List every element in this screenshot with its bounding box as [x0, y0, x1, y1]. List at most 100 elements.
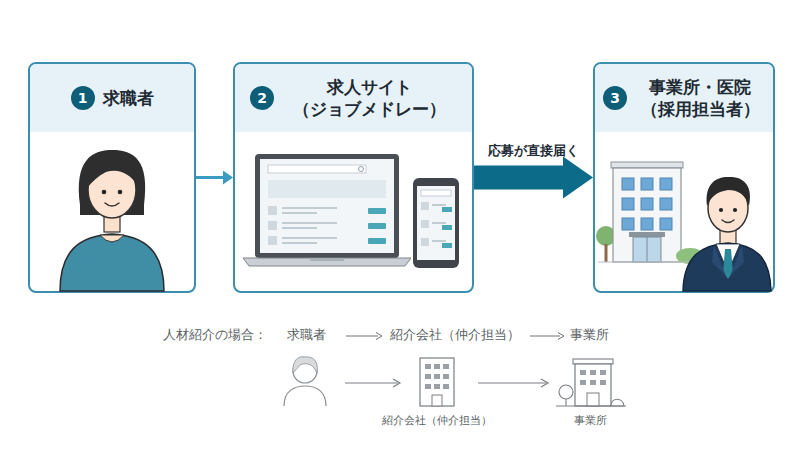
edge-label: 応募が直接届く	[488, 142, 579, 160]
job-site-illustration-part	[421, 220, 429, 228]
job-site-illustration-part	[421, 190, 451, 196]
office-building-icon-part	[559, 385, 573, 399]
job-site-illustration-part	[282, 207, 337, 209]
step-title: 事業所・医院 （採用担当者）	[635, 76, 765, 120]
office-illustration-part	[611, 162, 683, 168]
agency-building-icon-part	[425, 364, 431, 369]
inline-flow-arrow-part	[530, 336, 560, 337]
inline-flow-arrow-part	[346, 336, 378, 337]
job-site-illustration-part	[421, 238, 429, 246]
office-illustration-part	[641, 178, 653, 190]
office-illustration-part	[629, 232, 665, 237]
job-site-illustration-part	[413, 178, 459, 268]
direct-application-arrow	[474, 166, 563, 190]
office-illustration-part	[596, 226, 616, 246]
job-site-illustration-part	[268, 236, 277, 245]
inline-flow-arrow-part	[376, 333, 382, 340]
jobseeker-illustration-part	[100, 235, 124, 242]
office-illustration-part	[647, 237, 648, 262]
office-illustration-part	[712, 245, 726, 276]
office-illustration-part	[722, 220, 734, 223]
step-title: 求職者	[103, 87, 154, 109]
job-site-illustration-part	[417, 186, 455, 260]
office-illustration-part	[723, 249, 733, 279]
jobseeker-illustration-part	[79, 150, 145, 215]
jobseeker-icon-part	[293, 357, 317, 373]
flow-arrow-part	[541, 379, 548, 387]
office-illustration-part	[660, 198, 672, 210]
job-site-illustration-part	[282, 242, 317, 244]
office-illustration-part	[720, 226, 736, 246]
step-number: 1	[71, 86, 95, 110]
office-illustration-part	[660, 218, 672, 230]
office-illustration-part	[605, 244, 608, 262]
office-building-icon-part	[580, 370, 586, 375]
job-site-illustration-part	[255, 154, 399, 258]
step-header: 3 事業所・医院 （採用担当者）	[595, 64, 773, 132]
job-site-illustration-part	[268, 221, 277, 230]
job-site-illustration-part	[442, 207, 452, 212]
office-building-icon-part	[600, 380, 606, 385]
jobseeker-illustration-part	[87, 159, 138, 188]
agency-building-icon-part	[443, 384, 449, 389]
step-header: 2 求人サイト （ジョブメドレー）	[235, 64, 472, 132]
jobseeker-illustration-part	[60, 234, 164, 291]
office-building-icon-part	[590, 380, 596, 385]
office-illustration-part	[641, 198, 653, 210]
office-building-icon-part	[575, 364, 611, 406]
office-illustration-part	[622, 198, 634, 210]
icon-caption: 紹介会社（仲介担当）	[382, 413, 492, 428]
job-site-illustration-part	[432, 204, 446, 206]
step-box: 1 求職者	[28, 62, 196, 293]
office-illustration-part	[733, 208, 737, 212]
job-site-illustration-part	[282, 222, 337, 224]
icon-caption: 事業所	[574, 413, 607, 428]
office-building-icon-part	[565, 399, 566, 406]
job-site-illustration-part	[243, 258, 411, 266]
job-site-illustration-part	[368, 238, 386, 244]
job-site-illustration-part	[282, 237, 337, 239]
agency-building-icon-part	[432, 395, 442, 406]
agency-building-icon-part	[420, 358, 454, 406]
job-site-illustration-part	[268, 165, 366, 173]
job-site-illustration-part	[368, 208, 386, 214]
office-illustration-part	[683, 243, 771, 291]
office-illustration-part	[730, 245, 744, 276]
job-site-illustration-part	[359, 167, 364, 172]
jobseeker-icon-part	[284, 386, 326, 406]
office-illustration-part	[716, 244, 740, 272]
jobseeker-illustration-part	[88, 162, 136, 218]
connector-layer	[196, 177, 563, 178]
office-illustration-part	[633, 237, 661, 262]
jobseeker-icon-part	[293, 359, 317, 383]
job-site-illustration-part	[442, 225, 452, 230]
step-header: 1 求職者	[30, 64, 194, 132]
step-box: 2 求人サイト （ジョブメドレー）	[233, 62, 474, 293]
jobseeker-illustration-part	[105, 203, 119, 206]
agency-building-icon-part	[425, 384, 431, 389]
office-illustration-part	[708, 184, 748, 232]
flow-step-text: 事業所	[570, 327, 609, 344]
step-title: 求人サイト （ジョブメドレー）	[282, 76, 457, 120]
agency-building-icon-part	[425, 374, 431, 379]
job-site-illustration-part	[368, 223, 386, 229]
job-site-illustration-part	[442, 243, 452, 248]
job-site-illustration-part	[421, 202, 429, 210]
office-building-icon-part	[590, 370, 596, 375]
office-illustration-part	[622, 178, 634, 190]
office-building-icon-part	[573, 359, 613, 364]
agency-building-icon-part	[443, 364, 449, 369]
office-illustration-part	[707, 177, 750, 206]
jobseeker-illustration-part	[118, 190, 123, 195]
note-heading: 人材紹介の場合：	[163, 327, 267, 344]
office-illustration-part	[622, 218, 634, 230]
job-site-illustration-part	[432, 240, 446, 242]
flow-arrow	[345, 379, 548, 387]
agency-building-icon	[420, 358, 454, 406]
step-number: 3	[603, 86, 627, 110]
step-number: 2	[250, 86, 274, 110]
office-illustration	[596, 162, 771, 291]
flow-arrow-part	[478, 382, 546, 383]
